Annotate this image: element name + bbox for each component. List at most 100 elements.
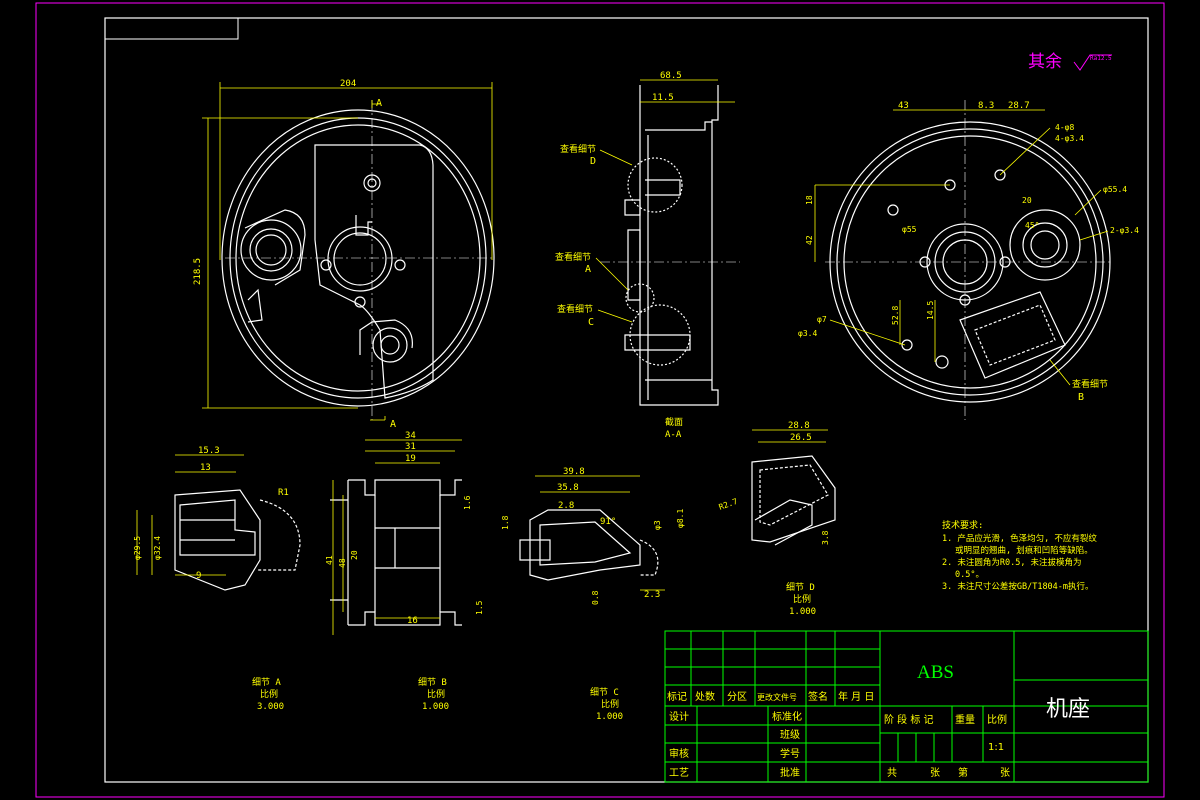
right-dim-14: φ7 — [817, 315, 827, 324]
main-view: 204 218.5 A A — [193, 79, 495, 430]
tech-req-line-0: 1. 产品应光滑, 色泽均匀, 不应有裂纹 — [942, 533, 1097, 544]
callout-a-line2: A — [585, 264, 591, 275]
right-dim-10: 42 — [805, 235, 814, 245]
section-mark-a-top: A — [376, 98, 382, 109]
mid-label-0: 标准化 — [772, 710, 802, 723]
left-label-0: 设计 — [669, 710, 689, 723]
tech-req-line-2: 2. 未注圆角为R0.5, 未注拔模角为 — [942, 557, 1082, 568]
detail-b-dim-5: 41 — [325, 555, 334, 565]
rev-header-4: 签名 — [808, 690, 828, 703]
detail-b-title: 细节 B — [418, 676, 447, 688]
detail-c-title: 细节 C — [590, 686, 619, 698]
part-name: 机座 — [1046, 697, 1090, 722]
detail-a-scale: 3.000 — [257, 702, 284, 712]
detail-b: 34 31 19 20 16 41 48 1.6 1.5 细节 B 比例 1.0… — [325, 431, 484, 712]
right-dim-8: 2-φ3.4 — [1110, 226, 1139, 235]
mid-label-1: 班级 — [780, 729, 800, 741]
detail-a: 15.3 13 9 R1 φ29.5 φ32.4 细节 A 比例 3.000 — [133, 446, 301, 712]
right-dim-12: 52.8 — [891, 306, 900, 325]
section-title-line2: A-A — [665, 430, 682, 440]
detail-b-scale: 1.000 — [422, 702, 449, 712]
detail-d-dim-0: 28.8 — [788, 421, 810, 431]
sheet-unit2-label: 张 — [1000, 767, 1010, 779]
section-dim-wall: 11.5 — [652, 93, 674, 103]
detail-c-dim-0: 39.8 — [563, 467, 585, 477]
callout-d-line2: D — [590, 156, 596, 167]
roughness-symbol-icon — [1073, 54, 1112, 71]
detail-c-dim-2: 2.8 — [558, 501, 574, 511]
detail-b-dim-7: 1.6 — [463, 495, 472, 510]
detail-a-dim-1: 13 — [200, 463, 211, 473]
right-callout-line2: B — [1078, 392, 1084, 403]
rev-header-5: 年 月 日 — [838, 690, 874, 703]
stage-header-0: 阶 段 标 记 — [884, 713, 934, 726]
sheet-unit-label: 张 — [930, 767, 940, 779]
inner-border — [104, 17, 1149, 783]
detail-c: 39.8 35.8 2.8 91° 1.8 φ3 φ8.1 2.3 0.8 细节… — [501, 467, 685, 722]
right-dim-11: φ55 — [902, 225, 917, 234]
tech-req-line-4: 3. 未注尺寸公差按GB/T1804-m执行。 — [942, 581, 1094, 592]
detail-c-dim-4: 1.8 — [501, 515, 510, 530]
main-width-dim: 204 — [340, 79, 356, 89]
stage-header-1: 重量 — [955, 713, 975, 726]
detail-a-dim-0: 15.3 — [198, 446, 220, 456]
detail-d-dim-3: 3.8 — [821, 530, 830, 545]
rev-header-3: 更改文件号 — [757, 692, 797, 702]
detail-d-scale-label: 比例 — [793, 593, 811, 605]
right-dim-7: 45° — [1025, 221, 1039, 230]
detail-c-dim-3: 91° — [600, 517, 616, 527]
rev-header-0: 标记 — [667, 691, 687, 703]
right-dim-3: 4-φ8 — [1055, 123, 1074, 132]
title-block: ABS 机座 标记 处数 分区 更改文件号 签名 年 月 日 设计 审核 工艺 … — [664, 630, 1149, 783]
detail-c-scale: 1.000 — [596, 712, 623, 722]
detail-a-dim-3: R1 — [278, 488, 289, 498]
roughness-note: 其余 — [1028, 52, 1062, 72]
section-view: 68.5 11.5 查看细节 D 查看细节 A 查看细节 C 截面 A-A — [555, 71, 740, 440]
stage-header-2: 比例 — [987, 713, 1007, 726]
detail-c-scale-label: 比例 — [601, 698, 619, 710]
detail-a-scale-label: 比例 — [260, 688, 278, 700]
detail-b-dim-1: 31 — [405, 442, 416, 452]
outer-border — [35, 2, 1165, 798]
detail-d-title: 细节 D — [786, 581, 815, 593]
callout-c-line1: 查看细节 — [557, 303, 593, 315]
detail-a-dim-5: φ32.4 — [153, 536, 162, 560]
right-dim-13: 14.5 — [926, 301, 935, 320]
detail-d: 28.8 26.5 R2.7 3.8 细节 D 比例 1.000 — [718, 421, 836, 617]
section-title-line1: 截面 — [665, 416, 683, 428]
tech-req-title: 技术要求: — [942, 519, 983, 531]
scale-value: 1:1 — [988, 742, 1004, 753]
detail-b-dim-4: 16 — [407, 616, 418, 626]
mid-label-2: 学号 — [780, 747, 800, 760]
detail-b-dim-0: 34 — [405, 431, 416, 441]
roughness-value: Ra12.5 — [1090, 55, 1112, 62]
detail-a-dim-4: φ29.5 — [133, 536, 142, 560]
detail-c-dim-1: 35.8 — [557, 483, 579, 493]
callout-d-line1: 查看细节 — [560, 143, 596, 155]
right-dim-9: 18 — [805, 195, 814, 205]
right-dim-4: 4-φ3.4 — [1055, 134, 1084, 143]
mid-label-3: 批准 — [780, 766, 800, 779]
callout-a-line1: 查看细节 — [555, 251, 591, 263]
right-dim-1: 8.3 — [978, 101, 994, 111]
section-mark-a-bottom: A — [390, 419, 396, 430]
detail-b-dim-6: 48 — [338, 558, 347, 568]
tech-req-line-3: 0.5°。 — [955, 570, 984, 580]
tech-req-line-1: 或明显的翘曲, 划痕和凹陷等缺陷。 — [955, 545, 1093, 556]
detail-b-dim-3: 20 — [350, 550, 359, 560]
sheet-no-label: 第 — [958, 766, 968, 779]
rev-header-2: 分区 — [727, 691, 747, 703]
right-view: 43 8.3 28.7 4-φ8 4-φ3.4 φ55.4 20 45° 2-φ… — [798, 100, 1139, 420]
detail-d-scale: 1.000 — [789, 607, 816, 617]
right-dim-2: 28.7 — [1008, 101, 1030, 111]
rev-header-1: 处数 — [695, 690, 715, 703]
left-label-1: 审核 — [669, 747, 689, 760]
material-label: ABS — [917, 662, 954, 683]
tech-requirements: 技术要求: 1. 产品应光滑, 色泽均匀, 不应有裂纹 或明显的翘曲, 划痕和凹… — [942, 519, 1097, 592]
sheet-total-label: 共 — [887, 767, 897, 779]
section-dim-width: 68.5 — [660, 71, 682, 81]
right-dim-15: φ3.4 — [798, 329, 817, 338]
detail-a-title: 细节 A — [252, 676, 281, 688]
detail-b-dim-8: 1.5 — [475, 600, 484, 615]
